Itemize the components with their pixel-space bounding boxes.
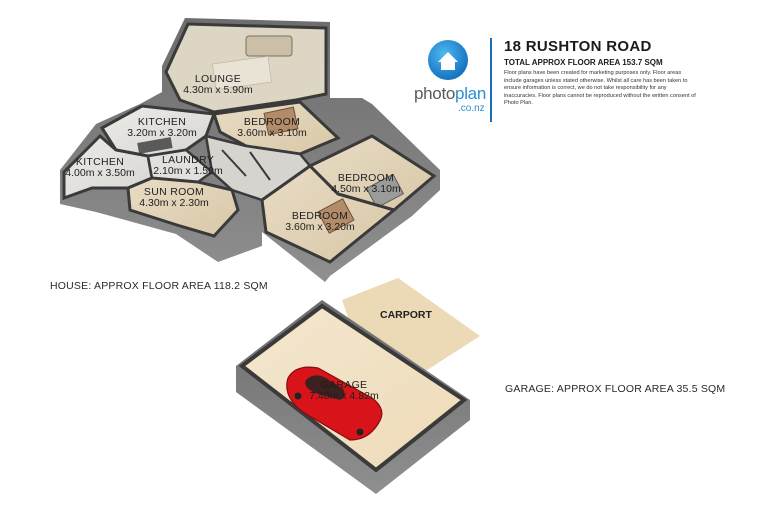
sofa xyxy=(245,35,293,57)
room-label-bedroom-2: BEDROOM 4.50m x 3.10m xyxy=(320,173,412,195)
room-laundry xyxy=(146,148,215,184)
house-area-label: HOUSE: APPROX FLOOR AREA 118.2 SQM xyxy=(50,280,268,292)
disclaimer-text: Floor plans have been created for market… xyxy=(504,70,696,107)
kitchen-island xyxy=(137,137,173,154)
room-name: LOUNGE xyxy=(194,73,242,85)
logo-wordmark: photoplan xyxy=(414,84,486,104)
garage-area-label: GARAGE: APPROX FLOOR AREA 35.5 SQM xyxy=(505,383,726,395)
photoplan-logo: photoplan .co.nz xyxy=(414,40,510,124)
room-name: GARAGE xyxy=(320,379,368,391)
room-label-lounge: LOUNGE 4.30m x 5.90m xyxy=(172,74,264,96)
carport-label: CARPORT xyxy=(380,309,432,321)
logo-word-plan: plan xyxy=(455,84,486,103)
room-name: KITCHEN xyxy=(75,156,125,168)
room-dimensions: 2.10m x 1.50m xyxy=(153,165,223,177)
room-dimensions: 4.50m x 3.10m xyxy=(331,183,401,195)
room-dimensions: 3.20m x 3.20m xyxy=(127,127,197,139)
room-name: BEDROOM xyxy=(291,210,349,222)
house-plan xyxy=(60,18,440,282)
room-dimensions: 7.40m x 4.82m xyxy=(309,390,379,402)
room-name: BEDROOM xyxy=(243,116,301,128)
room-label-kitchen-upper: KITCHEN 3.20m x 3.20m xyxy=(116,117,208,139)
bed-1 xyxy=(263,106,299,136)
room-name: BEDROOM xyxy=(337,172,395,184)
room-label-kitchen-lower: KITCHEN 4.00m x 3.50m xyxy=(54,157,146,179)
room-dimensions: 4.00m x 3.50m xyxy=(65,167,135,179)
property-title: 18 RUSHTON ROAD xyxy=(504,38,652,55)
room-label-sun-room: SUN ROOM 4.30m x 2.30m xyxy=(128,187,220,209)
room-dimensions: 3.60m x 3.10m xyxy=(237,127,307,139)
room-label-laundry: LAUNDRY 2.10m x 1.50m xyxy=(142,155,234,177)
room-name: SUN ROOM xyxy=(143,186,205,198)
car-icon xyxy=(286,366,383,441)
garage-plan xyxy=(236,300,470,494)
header: photoplan .co.nz 18 RUSHTON ROAD TOTAL A… xyxy=(414,36,754,126)
room-label-bedroom-1: BEDROOM 3.60m x 3.10m xyxy=(226,117,318,139)
room-label-garage: GARAGE 7.40m x 4.82m xyxy=(298,380,390,402)
header-divider xyxy=(490,38,492,122)
logo-domain: .co.nz xyxy=(458,103,485,114)
room-label-bedroom-3: BEDROOM 3.60m x 3.20m xyxy=(274,211,366,233)
room-name: KITCHEN xyxy=(137,116,187,128)
bed-3 xyxy=(317,198,355,234)
room-name: LAUNDRY xyxy=(161,154,215,166)
room-dimensions: 4.30m x 2.30m xyxy=(139,197,209,209)
room-dimensions: 4.30m x 5.90m xyxy=(183,84,253,96)
room-sun-room xyxy=(126,176,240,238)
bed-2 xyxy=(365,173,405,209)
house-icon xyxy=(428,40,468,80)
room-dimensions: 3.60m x 3.20m xyxy=(285,221,355,233)
rug xyxy=(212,55,272,91)
total-floor-area: TOTAL APPROX FLOOR AREA 153.7 SQM xyxy=(504,58,663,67)
logo-word-photo: photo xyxy=(414,84,456,103)
